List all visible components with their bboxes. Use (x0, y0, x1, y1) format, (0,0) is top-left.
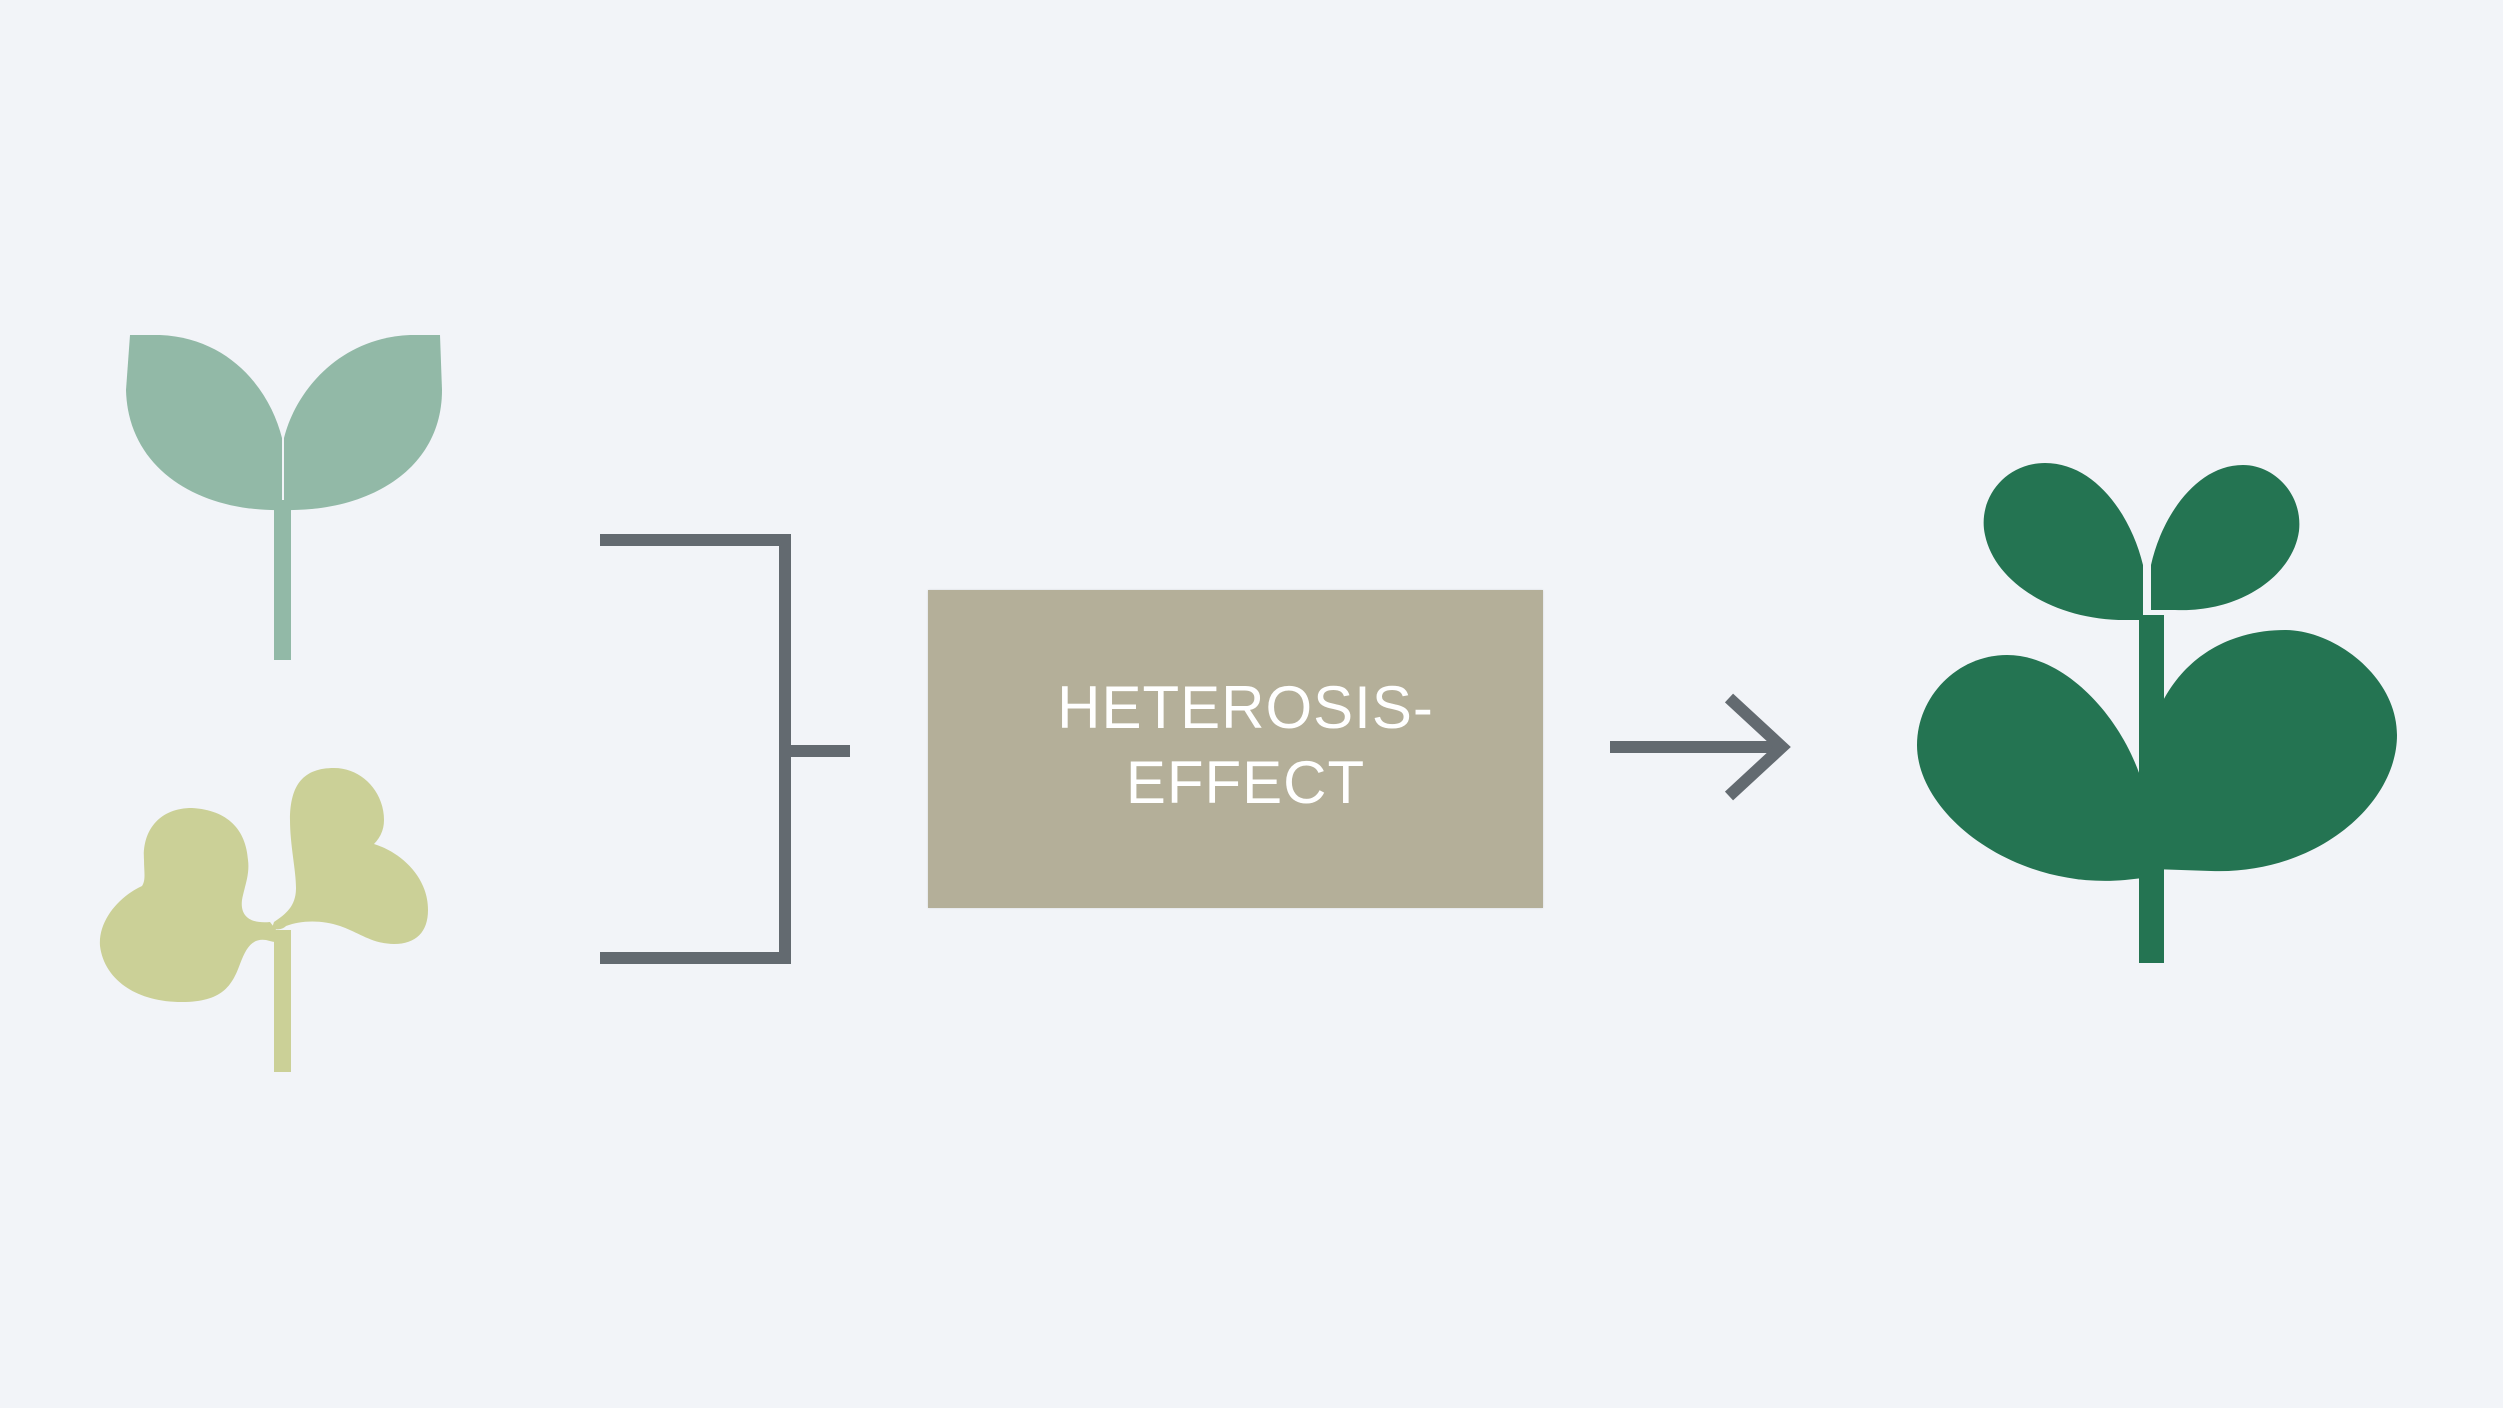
effect-label-line2: EFFECT (1125, 749, 1366, 816)
effect-label: HETEROSIS- EFFECT (928, 670, 1543, 820)
clover-sprout-icon (99, 768, 428, 1072)
bracket-merge-icon (600, 534, 850, 964)
heterosis-effect-box: HETEROSIS- EFFECT (928, 590, 1543, 908)
sprout-icon (126, 335, 442, 660)
hybrid-plant-icon (1917, 463, 2397, 963)
arrow-right-icon (1610, 693, 1791, 801)
effect-label-line1: HETEROSIS- (1057, 674, 1434, 741)
